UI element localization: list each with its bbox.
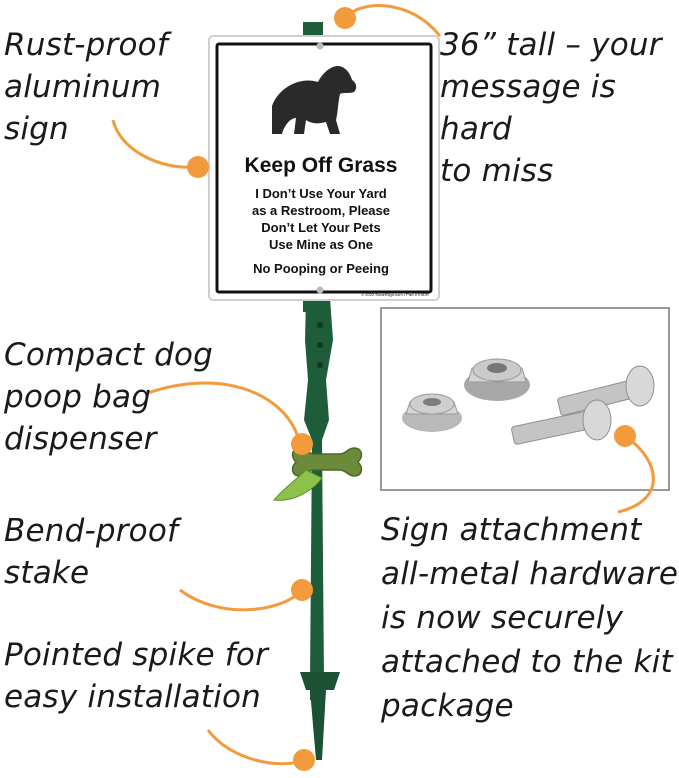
sign-board: Keep Off Grass I Don’t Use Your Yard as … xyxy=(208,35,440,301)
pointed-spike xyxy=(300,672,340,760)
sign-line-4: Use Mine as One xyxy=(269,237,373,252)
dot-hardware xyxy=(614,425,636,447)
dot-stake xyxy=(291,579,313,601)
leader-hardware xyxy=(617,434,655,514)
leader-tall xyxy=(343,4,442,37)
bolt-icon xyxy=(557,365,655,416)
sign-fineprint: © 2022 SmartSign.com • Part # K9DR xyxy=(361,292,429,297)
callout-dispenser: Compact dog poop bag dispenser xyxy=(4,337,214,457)
callout-spike: Pointed spike for easy installation xyxy=(4,637,269,715)
flange-nut-icon xyxy=(402,393,462,432)
callout-rust-proof: Rust-proof aluminum sign xyxy=(4,27,168,147)
callout-stake: Bend-proof stake xyxy=(4,513,179,591)
dot-dispenser xyxy=(291,433,313,455)
leader-stake xyxy=(179,588,302,612)
dog-icon xyxy=(272,66,357,134)
dot-rust-proof xyxy=(187,156,209,178)
dot-spike xyxy=(293,749,315,771)
sign-line-1: I Don’t Use Your Yard xyxy=(255,186,387,201)
leader-spike xyxy=(206,729,305,766)
sign-footer: No Pooping or Peeing xyxy=(253,261,389,276)
top-screw xyxy=(316,42,324,50)
leader-rust-proof xyxy=(111,119,197,169)
leader-dispenser xyxy=(147,381,302,445)
bottom-screw xyxy=(316,286,324,294)
dot-tall xyxy=(334,7,356,29)
callout-hardware: Sign attachment all-metal hardware is no… xyxy=(381,512,679,724)
bolt-icon-2 xyxy=(511,399,612,445)
sign-line-3: Don’t Let Your Pets xyxy=(261,220,380,235)
sign-line-2: as a Restroom, Please xyxy=(252,203,390,218)
hardware-photo xyxy=(380,307,670,491)
leader-dots xyxy=(187,7,636,771)
callout-tall: 36” tall – your message is hard to miss xyxy=(440,27,662,189)
sign-title: Keep Off Grass xyxy=(245,154,398,177)
serrated-nut-icon xyxy=(464,358,530,401)
stake-shaft xyxy=(304,298,333,700)
bag-icon xyxy=(273,469,323,501)
